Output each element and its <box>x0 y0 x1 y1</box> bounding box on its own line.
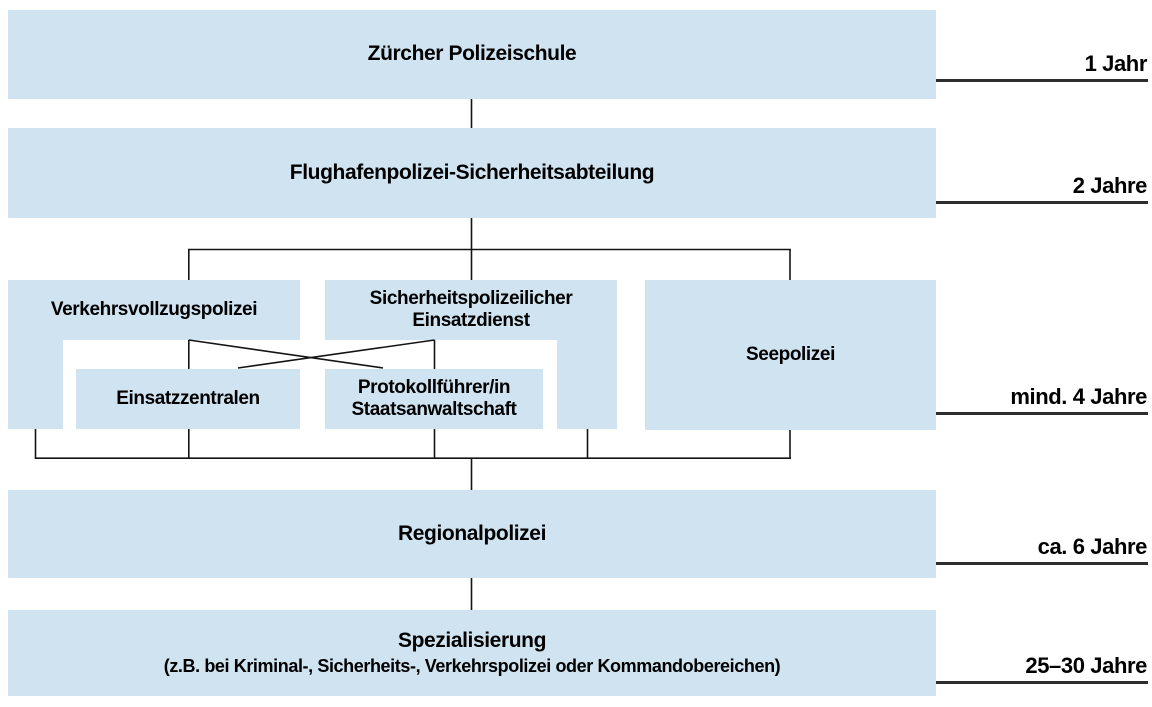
box-label: Verkehrsvollzugspolizei <box>50 299 258 321</box>
box-verkehrsvollzugspolizei: Verkehrsvollzugspolizei <box>8 280 300 340</box>
timeline-label-25-30-jahre: 25–30 Jahre <box>1025 653 1147 678</box>
box-label: Regionalpolizei <box>397 521 546 545</box>
timeline-label-1-jahr: 1 Jahr <box>1084 51 1148 76</box>
box-label-line1: Protokollführer/in <box>357 377 511 399</box>
timeline-label-ca-6-jahre: ca. 6 Jahre <box>1037 534 1148 559</box>
box-zuercher-polizeischule: Zürcher Polizeischule <box>8 10 936 99</box>
box-label: Zürcher Polizeischule <box>367 42 577 66</box>
box-label-line1: Spezialisierung <box>397 629 547 653</box>
box-label: Flughafenpolizei-Sicherheitsabteilung <box>289 160 655 184</box>
timeline-rule-5 <box>936 681 1148 684</box>
connector-cross-spe-ez <box>237 339 435 369</box>
box-sicherheitspolizeilicher-einsatzdienst: Sicherheitspolizeilicher Einsatzdienst <box>325 280 617 340</box>
box-label-line2: Einsatzdienst <box>412 310 530 331</box>
timeline-label-mind-4-jahre: mind. 4 Jahre <box>1010 384 1147 409</box>
box-protokollfuehrer-staatsanwaltschaft: Protokollführer/in Staatsanwaltschaft <box>325 369 543 429</box>
box-label-line2: (z.B. bei Kriminal-, Sicherheits-, Verke… <box>163 656 781 677</box>
box-label: Einsatzzentralen <box>116 388 260 410</box>
box-einsatzzentralen: Einsatzzentralen <box>76 369 300 429</box>
box-spezialisierung: Spezialisierung (z.B. bei Kriminal-, Sic… <box>8 610 936 696</box>
box-label-line2: Staatsanwaltschaft <box>351 399 517 420</box>
box-label: Seepolizei <box>746 344 835 366</box>
timeline-label-2-jahre: 2 Jahre <box>1072 173 1148 198</box>
box-seepolizei: Seepolizei <box>645 280 936 430</box>
timeline-rule-3 <box>936 412 1148 415</box>
box-regionalpolizei: Regionalpolizei <box>8 490 936 578</box>
timeline-rule-1 <box>936 79 1148 82</box>
connector-cross-vvp-pf <box>188 339 384 369</box>
timeline-rule-4 <box>936 562 1148 565</box>
box-label-line1: Sicherheitspolizeilicher <box>369 288 573 310</box>
timeline-rule-2 <box>936 201 1148 204</box>
box-flughafenpolizei-sicherheitsabteilung: Flughafenpolizei-Sicherheitsabteilung <box>8 128 936 218</box>
